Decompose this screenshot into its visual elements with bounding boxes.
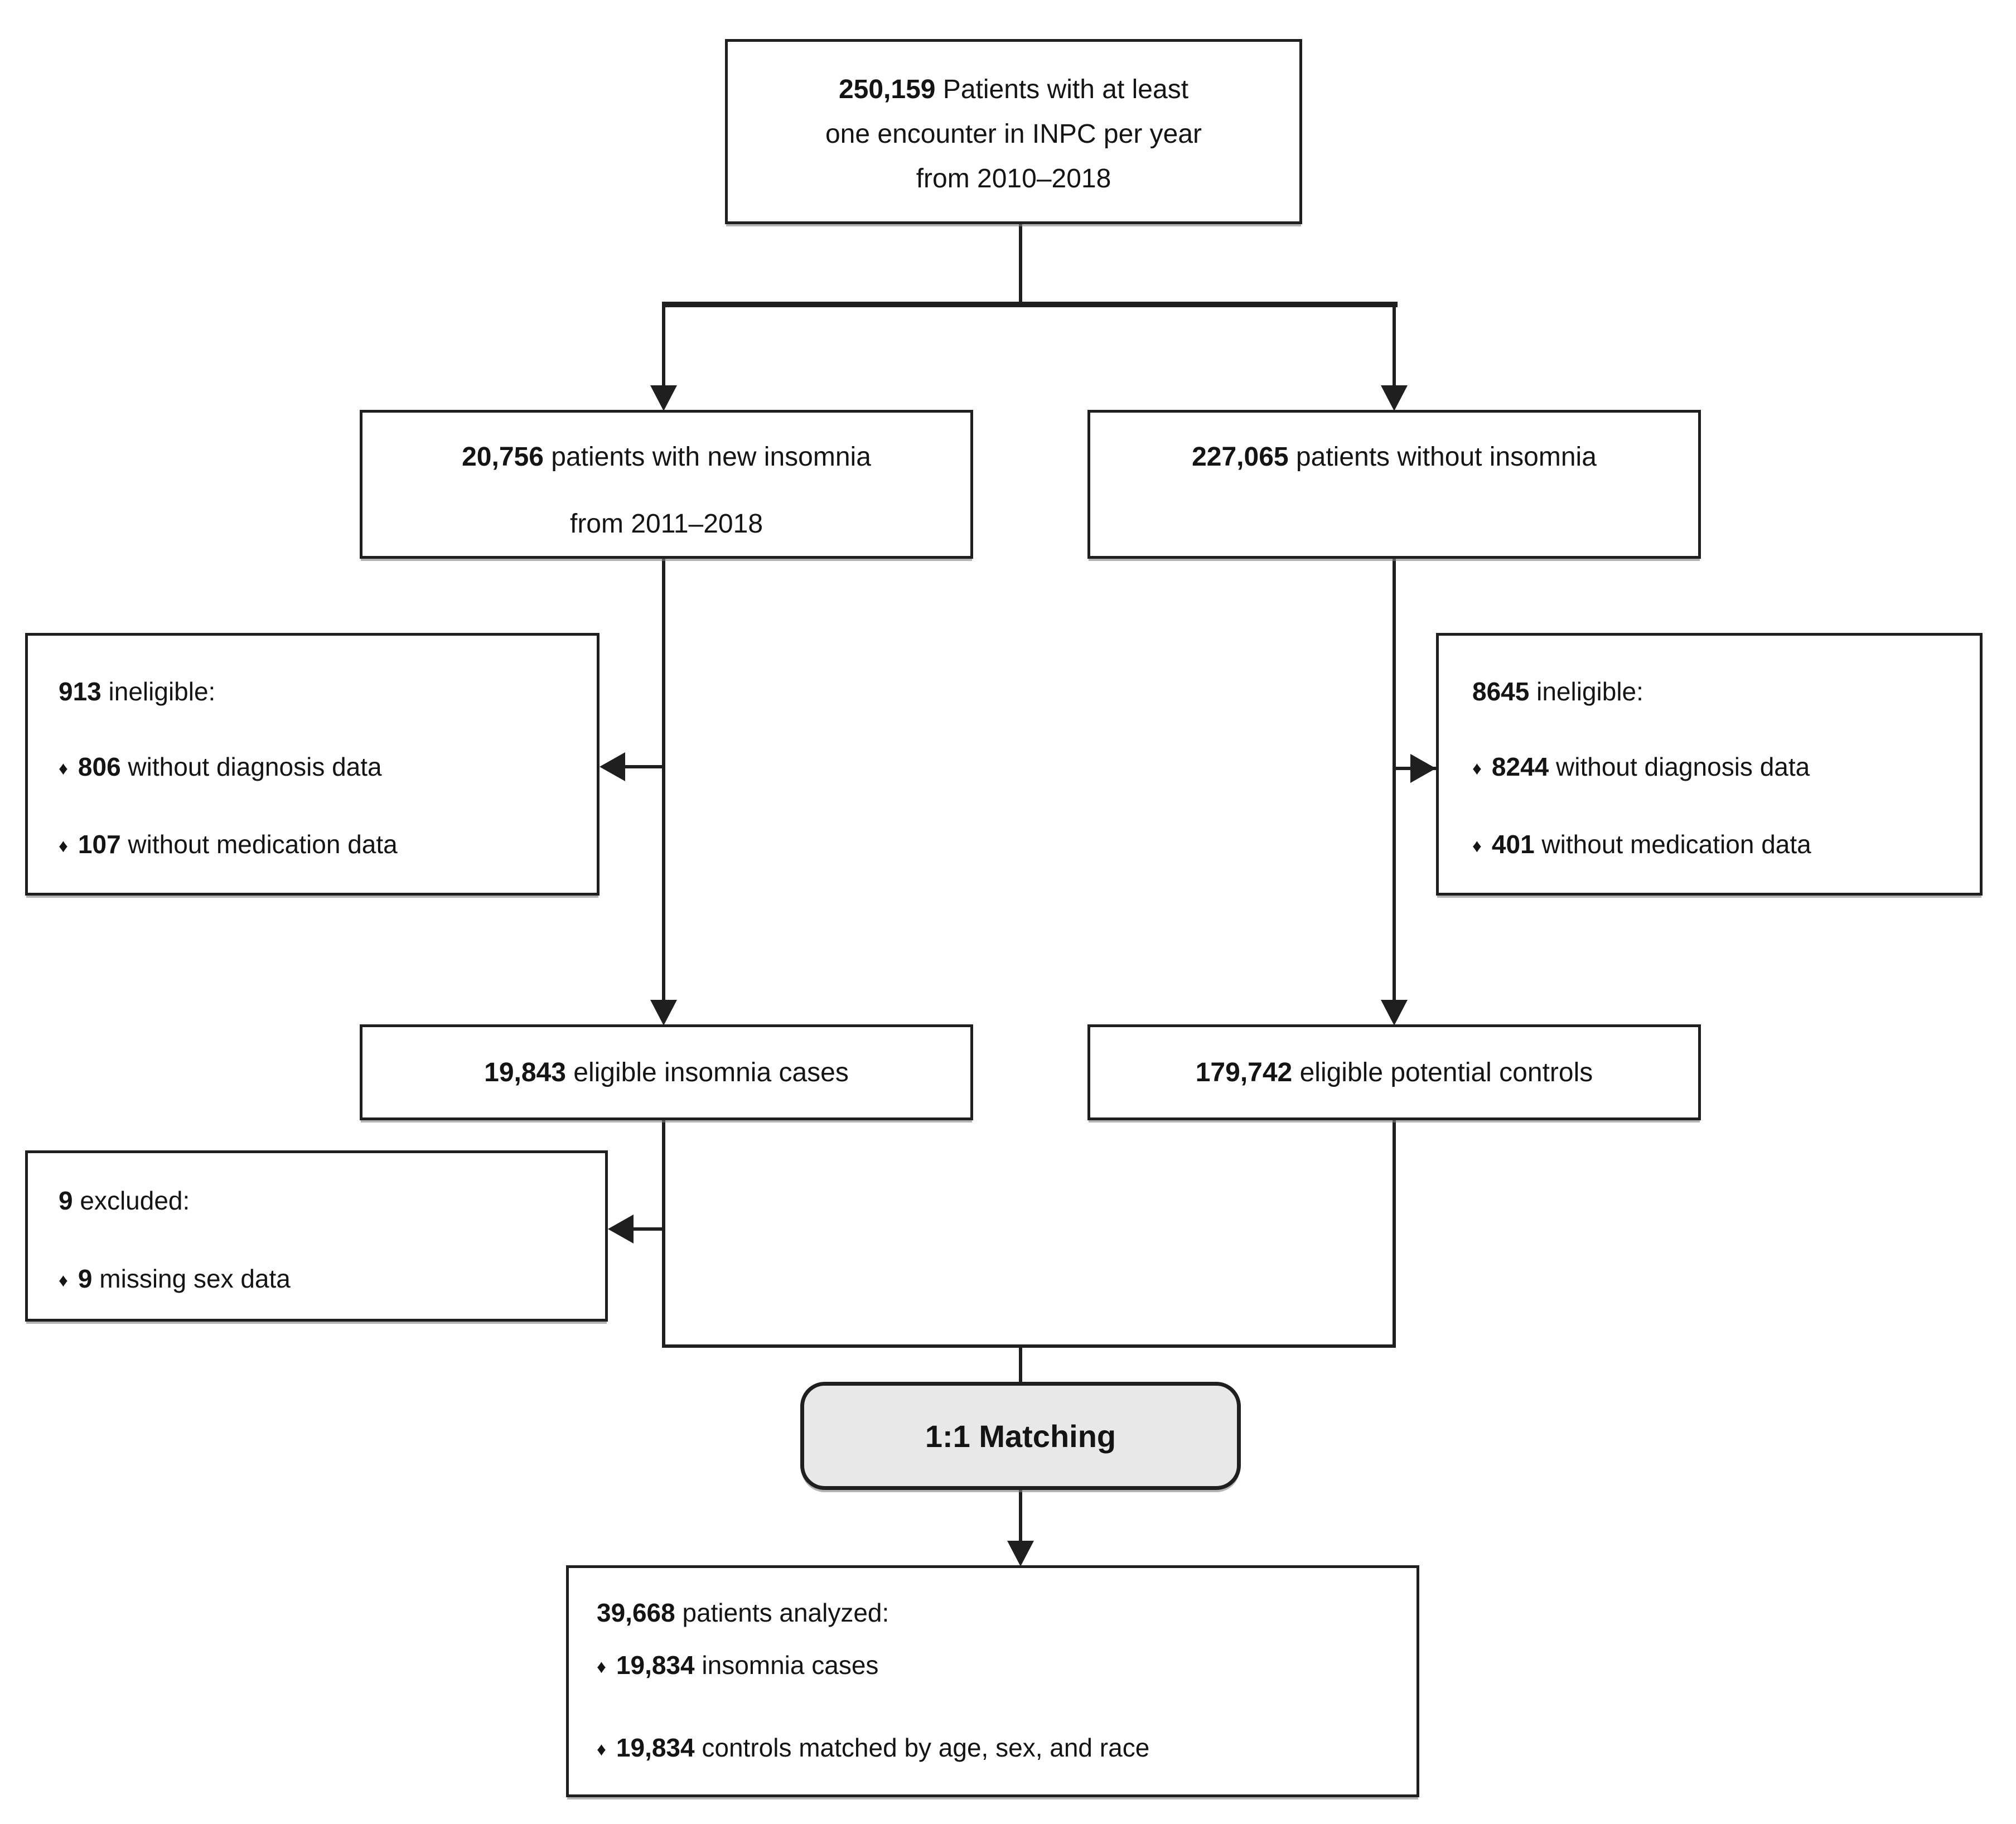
box-line: 20,756 patients with new insomnia	[462, 442, 871, 472]
box-line: ♦8244 without diagnosis data	[1472, 752, 1810, 781]
box-line: ♦19,834 insomnia cases	[597, 1651, 879, 1680]
box-line: 250,159 Patients with at least	[838, 75, 1189, 104]
box-eligible-insomnia-cases: 19,843 eligible insomnia cases	[360, 1024, 973, 1120]
box-line: 913 ineligible:	[59, 677, 216, 706]
box-source-population: 250,159 Patients with at least one encou…	[725, 39, 1302, 224]
connector-left-low-vertical	[662, 1118, 665, 1347]
connector-split-horizontal	[662, 302, 1398, 307]
arrowhead-left-icon	[600, 752, 625, 781]
connector-right-mid-vertical	[1393, 558, 1396, 1004]
arrowhead-right-icon	[1410, 754, 1436, 783]
box-ineligible-right: 8645 ineligible: ♦8244 without diagnosis…	[1436, 633, 1983, 896]
diamond-bullet-icon: ♦	[59, 758, 68, 779]
diamond-bullet-icon: ♦	[59, 836, 68, 857]
connector-right-split-vertical	[1393, 304, 1396, 388]
connector-merge-vertical	[1019, 1344, 1022, 1383]
arrowhead-down-icon	[650, 1000, 677, 1025]
box-line: ♦806 without diagnosis data	[59, 752, 382, 781]
box-line: 9 excluded:	[59, 1186, 190, 1215]
arrowhead-down-icon	[1381, 385, 1408, 411]
box-line: 19,843 eligible insomnia cases	[484, 1057, 849, 1087]
box-ineligible-left: 913 ineligible: ♦806 without diagnosis d…	[25, 633, 600, 896]
diamond-bullet-icon: ♦	[59, 1270, 68, 1291]
box-new-insomnia: 20,756 patients with new insomnia from 2…	[360, 410, 973, 559]
box-line: 8645 ineligible:	[1472, 677, 1643, 706]
connector-merge-horizontal	[662, 1344, 1396, 1348]
connector-matching-final-vertical	[1019, 1489, 1022, 1545]
connector-right-low-vertical	[1393, 1118, 1396, 1347]
diamond-bullet-icon: ♦	[597, 1657, 606, 1677]
arrowhead-down-icon	[650, 385, 677, 411]
box-line: 227,065 patients without insomnia	[1192, 442, 1597, 472]
box-line: one encounter in INPC per year	[825, 119, 1202, 149]
box-line: from 2011–2018	[569, 509, 763, 539]
box-line: ♦401 without medication data	[1472, 830, 1811, 859]
box-without-insomnia: 227,065 patients without insomnia	[1087, 410, 1701, 559]
box-patients-analyzed: 39,668 patients analyzed: ♦19,834 insomn…	[566, 1565, 1419, 1797]
matching-label: 1:1 Matching	[925, 1418, 1116, 1454]
box-eligible-potential-controls: 179,742 eligible potential controls	[1087, 1024, 1701, 1120]
diamond-bullet-icon: ♦	[1472, 836, 1482, 857]
connector-ineligible-left-branch	[613, 765, 664, 768]
box-line: ♦9 missing sex data	[59, 1264, 291, 1293]
box-line: ♦19,834 controls matched by age, sex, an…	[597, 1733, 1150, 1762]
connector-top-vertical	[1019, 223, 1022, 304]
box-line: from 2010–2018	[916, 164, 1111, 193]
arrowhead-left-icon	[608, 1215, 634, 1244]
box-excluded: 9 excluded: ♦9 missing sex data	[25, 1150, 608, 1322]
arrowhead-down-icon	[1381, 1000, 1408, 1025]
connector-left-split-vertical	[662, 304, 665, 388]
connector-excluded-branch	[613, 1227, 664, 1231]
arrowhead-down-icon	[1007, 1541, 1034, 1566]
connector-left-mid-vertical	[662, 558, 665, 1004]
box-line: 39,668 patients analyzed:	[597, 1598, 889, 1627]
diamond-bullet-icon: ♦	[1472, 758, 1482, 779]
box-line: ♦107 without medication data	[59, 830, 398, 859]
box-line: 179,742 eligible potential controls	[1195, 1057, 1593, 1087]
diamond-bullet-icon: ♦	[597, 1739, 606, 1760]
box-matching: 1:1 Matching	[800, 1382, 1241, 1490]
